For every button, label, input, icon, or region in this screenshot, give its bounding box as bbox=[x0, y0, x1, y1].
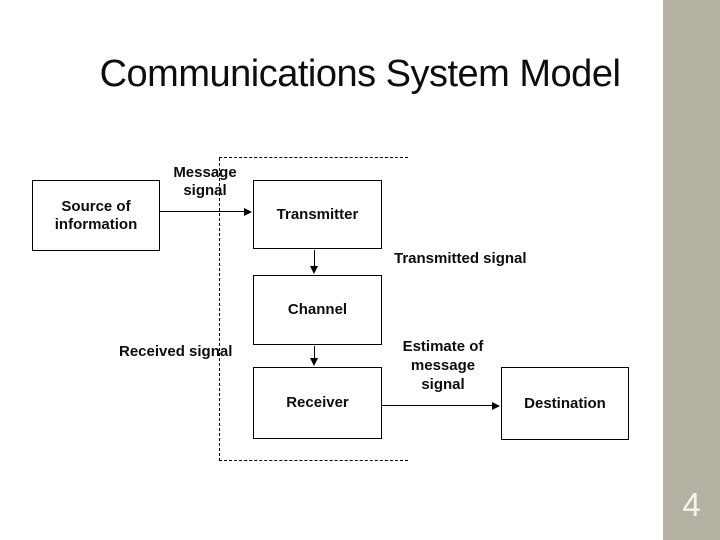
box-receiver: Receiver bbox=[253, 367, 382, 439]
arrow-transmitter-to-channel-shaft bbox=[314, 250, 315, 266]
label-transmitted-signal: Transmitted signal bbox=[394, 250, 527, 267]
arrow-source-to-transmitter-head bbox=[244, 208, 252, 216]
label-estimate-of-message-signal: Estimate of message signal bbox=[402, 338, 484, 393]
box-transmitter: Transmitter bbox=[253, 180, 382, 249]
page-number: 4 bbox=[682, 486, 701, 523]
arrow-receiver-to-destination-shaft bbox=[382, 405, 492, 406]
arrow-channel-to-receiver-head bbox=[310, 358, 318, 366]
arrow-source-to-transmitter-shaft bbox=[160, 211, 244, 212]
box-destination: Destination bbox=[501, 367, 629, 440]
label-received-signal: Received signal bbox=[119, 343, 233, 360]
sidebar-accent-bar bbox=[663, 0, 720, 540]
box-channel: Channel bbox=[253, 275, 382, 345]
dashed-boundary-left bbox=[219, 158, 220, 461]
label-message-signal: Message signal bbox=[173, 164, 237, 199]
dashed-boundary-top bbox=[219, 157, 408, 158]
slide-title: Communications System Model bbox=[99, 53, 621, 95]
arrow-receiver-to-destination-head bbox=[492, 402, 500, 410]
dashed-boundary-bottom bbox=[219, 460, 408, 461]
box-source-of-information: Source of information bbox=[32, 180, 160, 251]
arrow-transmitter-to-channel-head bbox=[310, 266, 318, 274]
arrow-channel-to-receiver-shaft bbox=[314, 346, 315, 358]
